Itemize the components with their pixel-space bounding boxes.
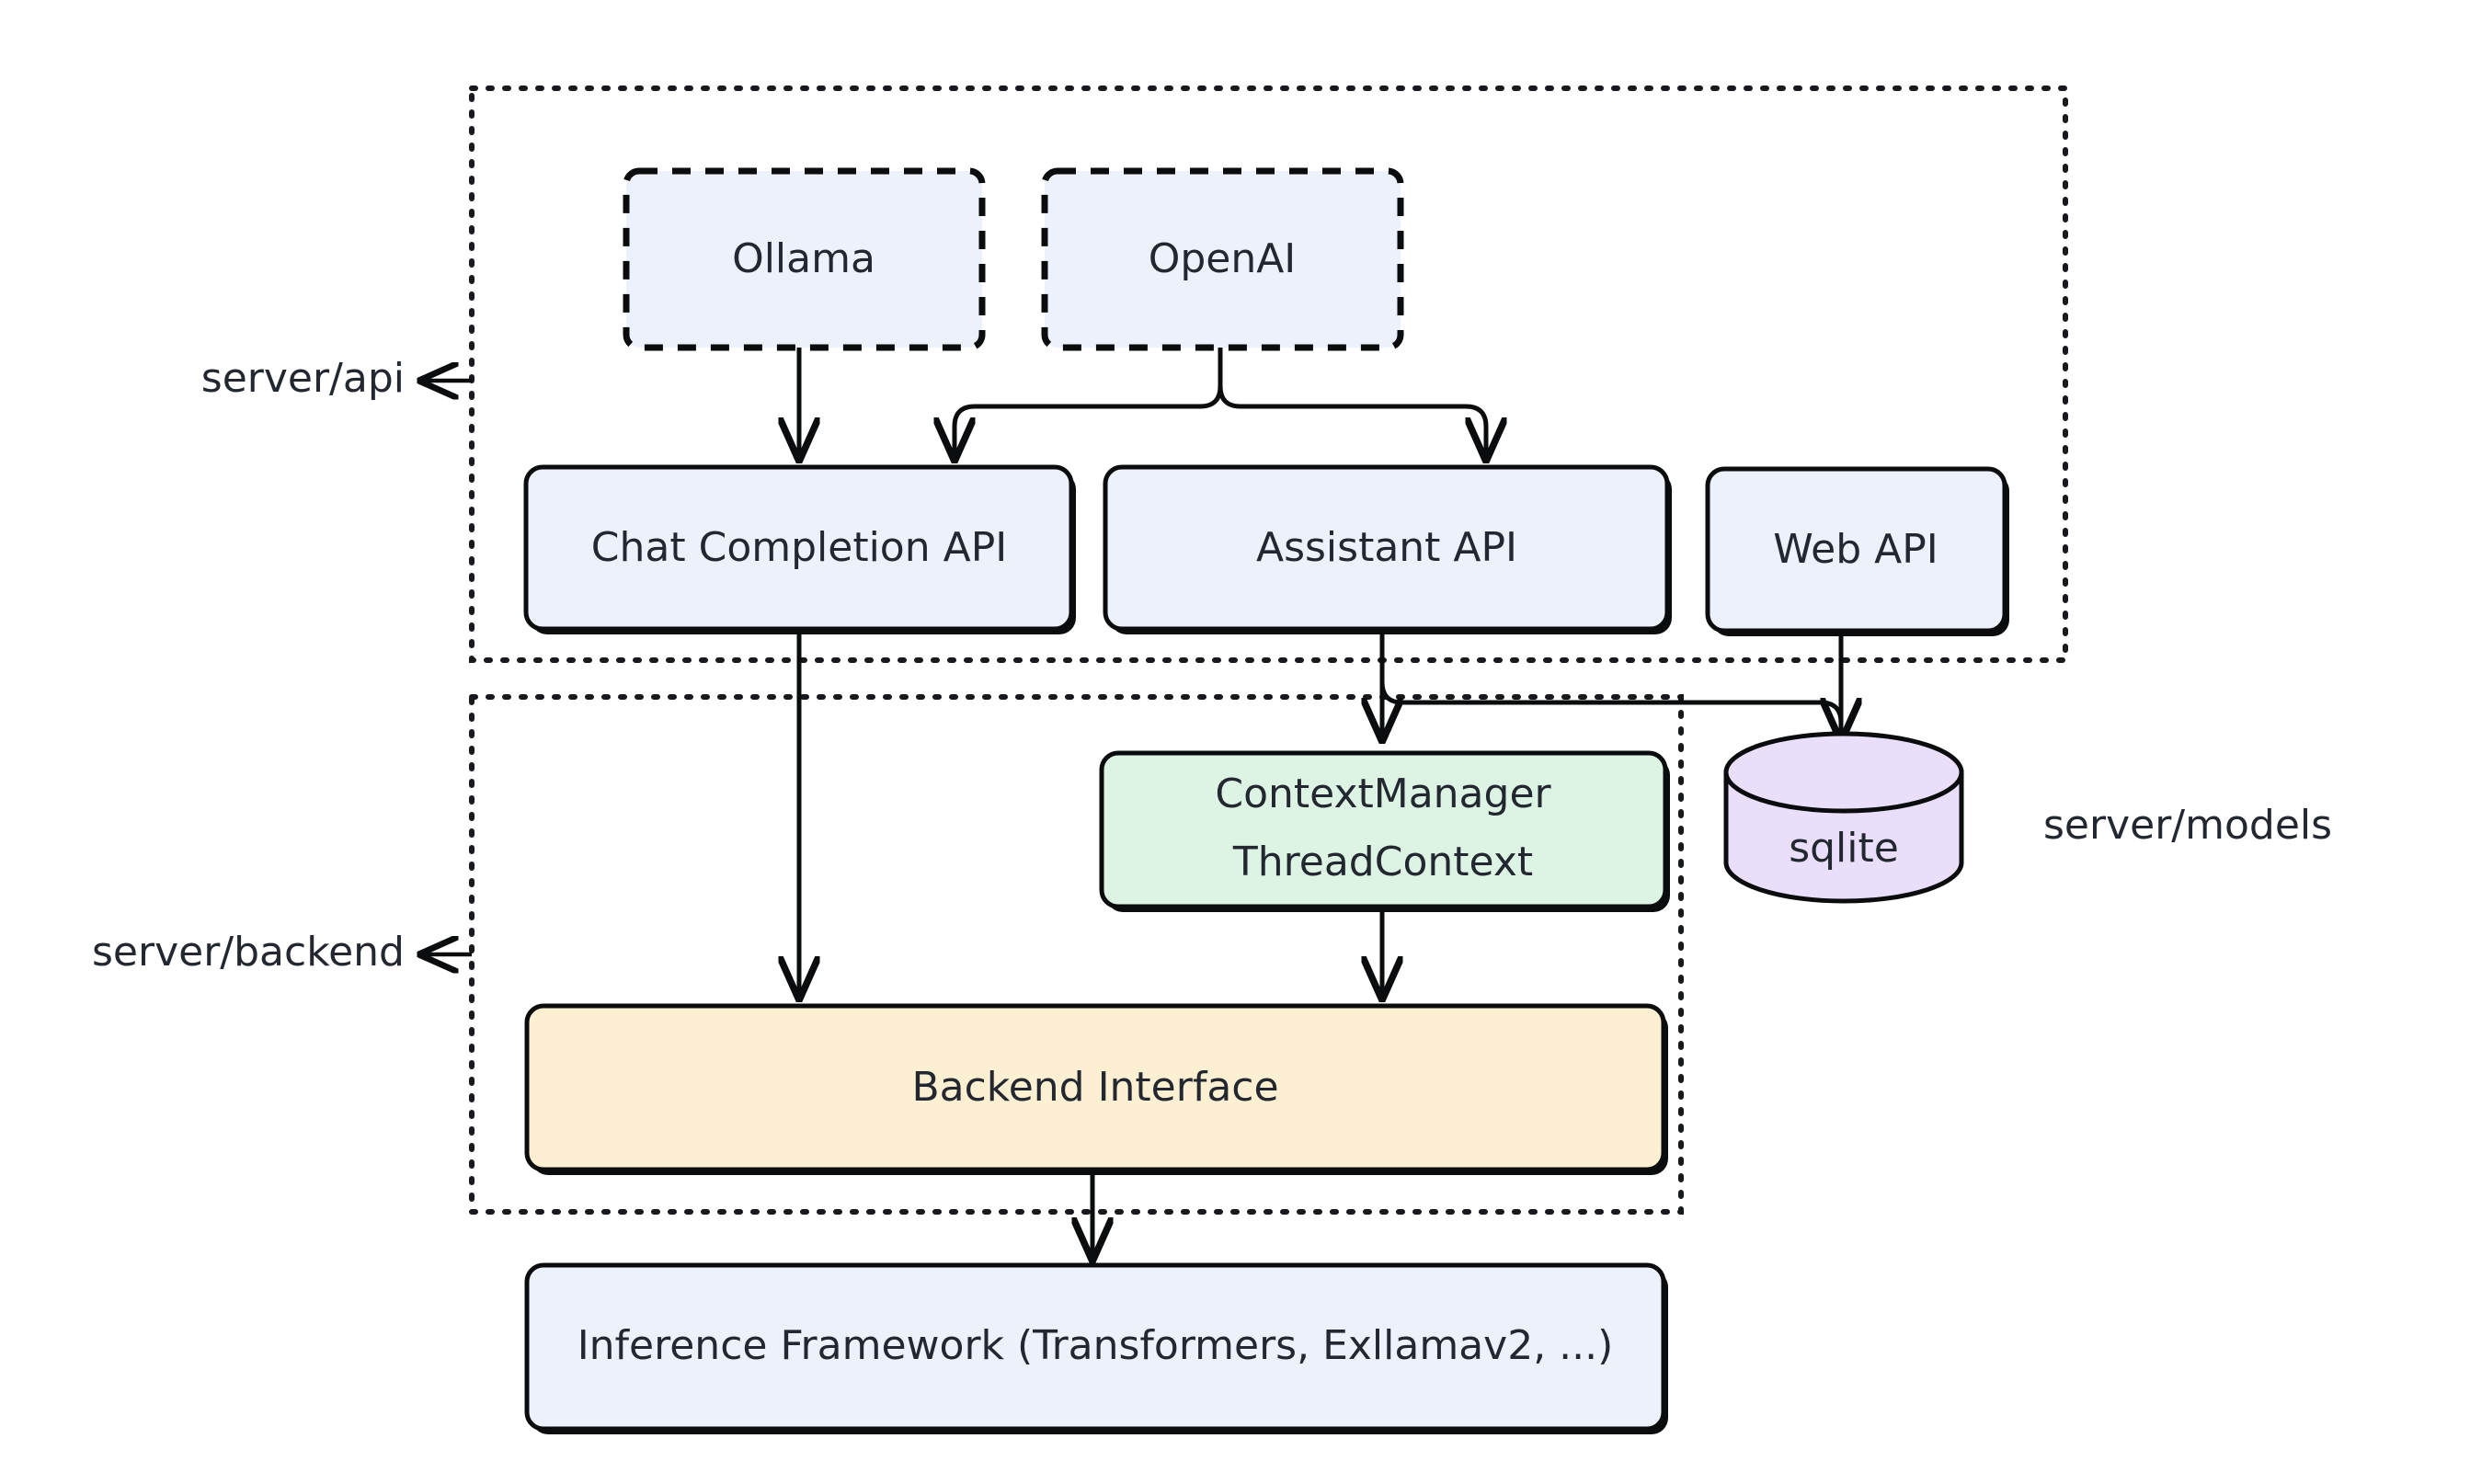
node-label-inference-framework: Inference Framework (Transformers, Exlla… bbox=[577, 1322, 1614, 1369]
node-label-backend-interface: Backend Interface bbox=[911, 1064, 1278, 1111]
node-label-openai: OpenAI bbox=[1149, 235, 1297, 282]
node-label-ollama: Ollama bbox=[732, 235, 875, 282]
group-label-server-api: server/api bbox=[201, 355, 405, 402]
node-ollama[interactable]: Ollama bbox=[623, 167, 986, 351]
node-web-api[interactable]: Web API bbox=[1705, 466, 2009, 636]
group-label-server-backend: server/backend bbox=[92, 929, 405, 976]
edge-openai-to-chat-completion-api bbox=[955, 348, 1223, 460]
node-label-sqlite: sqlite bbox=[1789, 825, 1899, 872]
group-label-server-models: server/models bbox=[2043, 802, 2332, 849]
node-context-manager[interactable]: ContextManager ThreadContext bbox=[1099, 750, 1670, 912]
node-label-context-manager-line1: ContextManager bbox=[1215, 771, 1551, 817]
node-inference-framework[interactable]: Inference Framework (Transformers, Exlla… bbox=[524, 1262, 1668, 1434]
edge-openai-to-assistant-api bbox=[1218, 348, 1486, 460]
node-chat-completion-api[interactable]: Chat Completion API bbox=[523, 464, 1076, 634]
node-backend-interface[interactable]: Backend Interface bbox=[524, 1003, 1668, 1175]
node-label-assistant-api: Assistant API bbox=[1256, 524, 1517, 571]
edge-assistant-api-to-sqlite bbox=[1379, 631, 1841, 740]
node-assistant-api[interactable]: Assistant API bbox=[1103, 464, 1672, 634]
node-openai[interactable]: OpenAI bbox=[1041, 167, 1404, 351]
node-label-chat-completion-api: Chat Completion API bbox=[591, 524, 1007, 571]
group-container-server-api bbox=[469, 86, 2068, 663]
node-label-context-manager-line2: ThreadContext bbox=[1232, 839, 1533, 885]
node-label-web-api: Web API bbox=[1773, 526, 1938, 573]
node-sqlite[interactable]: sqlite bbox=[1723, 731, 1964, 904]
